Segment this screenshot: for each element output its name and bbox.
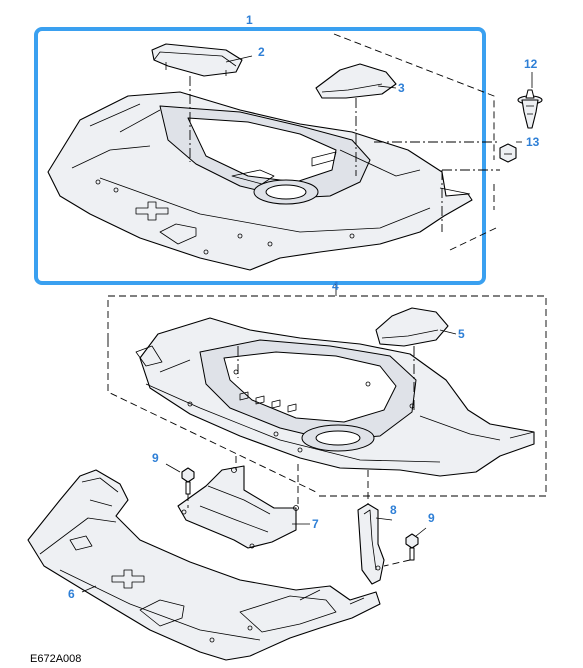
axis-13 — [374, 141, 500, 232]
callout-1: 1 — [246, 13, 253, 27]
bracket-7 — [177, 465, 299, 549]
push-clip-12 — [517, 89, 543, 129]
figure-id: E672A008 — [30, 653, 81, 665]
callout-2: 2 — [258, 45, 265, 59]
cover-panel-3 — [315, 63, 397, 99]
cover-panel-2 — [151, 43, 243, 77]
cover-panel-5 — [375, 307, 449, 347]
parcel-shelf-panel-4 — [135, 317, 535, 477]
assembly-1-highlight-frame — [34, 27, 486, 285]
callout-5: 5 — [458, 327, 465, 341]
axis-9-right — [383, 559, 411, 567]
callout-8: 8 — [390, 503, 397, 517]
leader-5 — [439, 329, 457, 335]
bolt-9-right — [405, 533, 419, 561]
callout-9-right: 9 — [428, 511, 435, 525]
rear-parcel-shelf-assembly — [47, 91, 473, 271]
leader-8 — [375, 517, 393, 521]
leader-3 — [377, 85, 397, 89]
callout-3: 3 — [398, 81, 405, 95]
callout-9-left: 9 — [152, 451, 159, 465]
callout-13: 13 — [526, 135, 540, 149]
callout-7: 7 — [312, 517, 319, 531]
callout-6: 6 — [68, 587, 75, 601]
assembly-4-dashed-outline — [107, 295, 547, 497]
callout-4: 4 — [332, 279, 339, 293]
leader-6 — [81, 585, 97, 593]
leader-2 — [225, 55, 253, 63]
leader-9-left — [165, 463, 181, 473]
leader-9-right — [415, 527, 427, 537]
bolt-9-left — [181, 467, 195, 495]
side-bracket-8 — [357, 503, 385, 585]
assembly-1-dashed-outline — [333, 33, 497, 251]
lower-trim-panel-6 — [27, 469, 381, 661]
callout-12: 12 — [524, 57, 538, 71]
nut-13 — [499, 143, 517, 163]
